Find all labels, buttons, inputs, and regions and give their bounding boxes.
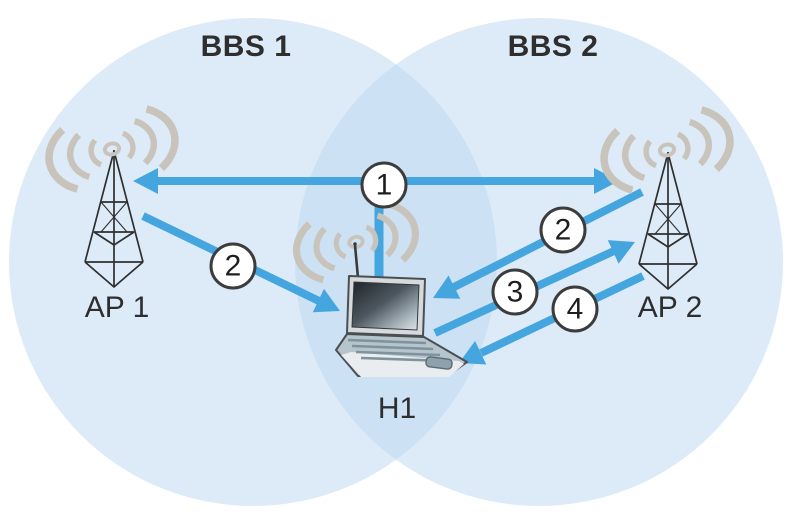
step-badge-4: 4 bbox=[551, 285, 599, 333]
step-badge-3: 3 bbox=[491, 268, 539, 316]
region-label-bbs1: BBS 1 bbox=[200, 30, 292, 63]
laptop-icon bbox=[335, 242, 468, 377]
bss2-coverage-circle bbox=[295, 18, 783, 506]
region-label-bbs2: BBS 2 bbox=[507, 30, 599, 63]
laptop-trackpad bbox=[425, 356, 453, 370]
node-label-ap1: AP 1 bbox=[84, 291, 150, 324]
node-label-h1: H1 bbox=[377, 392, 417, 425]
step-badge-1: 1 bbox=[360, 161, 408, 209]
step-badge-2-left: 2 bbox=[209, 242, 257, 290]
step-badge-2-right: 2 bbox=[539, 206, 587, 254]
node-label-ap2: AP 2 bbox=[637, 291, 703, 324]
